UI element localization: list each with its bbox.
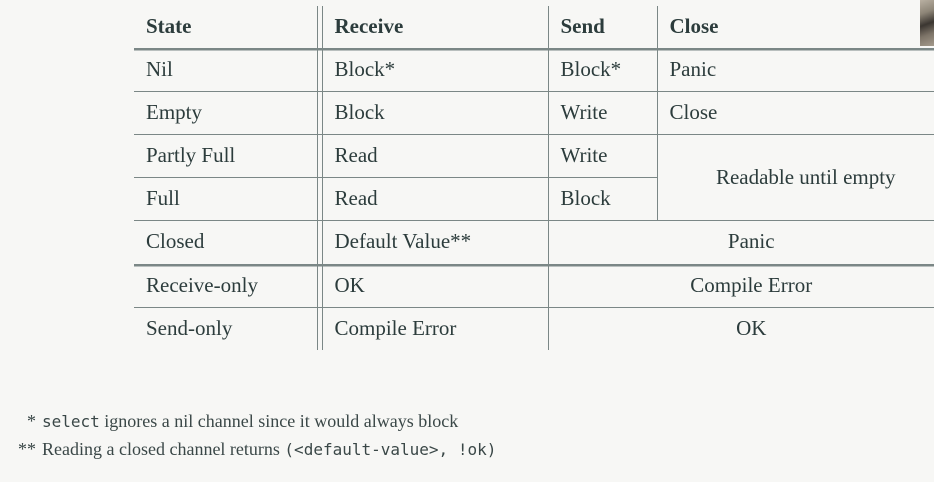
cell-send-close-ok: OK: [547, 306, 934, 350]
column-header-close: Close: [656, 6, 934, 49]
table-header-row: State Receive Send Close: [134, 6, 934, 49]
corner-photo-fragment: [920, 0, 934, 46]
table-row: Receive-only OK Compile Error: [134, 263, 934, 308]
footnote-single-star: * select ignores a nil channel since it w…: [0, 408, 934, 436]
cell-receive-empty: Block: [317, 91, 548, 135]
cell-receive-closed: Default Value**: [317, 220, 548, 265]
footnote-code-default-value: (<default-value>, !ok): [284, 439, 497, 459]
cell-send-close-compile-error: Compile Error: [547, 263, 934, 308]
cell-send-empty: Write: [547, 91, 657, 135]
footnote-text: ignores a nil channel since it would alw…: [99, 411, 459, 431]
cell-state-nil: Nil: [134, 48, 322, 92]
cell-receive-partly-full: Read: [317, 134, 548, 178]
cell-state-receive-only: Receive-only: [134, 263, 322, 308]
channel-state-table: State Receive Send Close Nil Block* Bloc…: [134, 6, 934, 350]
footnote-text-prefix: Reading a closed channel returns: [42, 438, 285, 459]
cell-state-closed: Closed: [134, 220, 322, 265]
channel-state-table-container: State Receive Send Close Nil Block* Bloc…: [134, 6, 934, 350]
table-row: Empty Block Write Close: [134, 91, 934, 135]
column-header-receive: Receive: [317, 6, 548, 49]
cell-state-full: Full: [134, 177, 322, 221]
column-header-send: Send: [547, 6, 657, 49]
table-body: Nil Block* Block* Panic Empty Block Writ…: [134, 48, 934, 350]
footnote-code-select: select: [42, 412, 100, 431]
cell-receive-receive-only: OK: [317, 263, 548, 308]
cell-state-empty: Empty: [134, 91, 322, 135]
cell-close-nil: Panic: [656, 48, 934, 92]
footnotes: * select ignores a nil channel since it w…: [0, 408, 934, 464]
cell-close-readable-until-empty: Readable until empty: [656, 134, 934, 221]
footnote-marker: **: [18, 438, 36, 459]
cell-state-send-only: Send-only: [134, 306, 322, 350]
cell-close-empty: Close: [656, 91, 934, 135]
footnote-marker: *: [27, 411, 36, 431]
cell-receive-nil: Block*: [317, 48, 548, 92]
table-header: State Receive Send Close: [134, 6, 934, 49]
table-row: Closed Default Value** Panic: [134, 220, 934, 265]
cell-receive-full: Read: [317, 177, 548, 222]
cell-send-nil: Block*: [547, 48, 657, 92]
footnote-double-star: ** Reading a closed channel returns (<def…: [0, 436, 934, 464]
cell-state-partly-full: Partly Full: [134, 134, 322, 178]
table-row: Nil Block* Block* Panic: [134, 48, 934, 92]
cell-send-full: Block: [547, 177, 657, 221]
cell-receive-send-only: Compile Error: [317, 306, 548, 350]
cell-send-partly-full: Write: [547, 134, 657, 178]
column-header-state: State: [146, 14, 192, 38]
table-row: Partly Full Read Write Readable until em…: [134, 134, 934, 221]
table-row: Full Read Block: [134, 177, 934, 222]
table-row: Send-only Compile Error OK: [134, 306, 934, 350]
cell-send-close-panic: Panic: [547, 220, 934, 265]
